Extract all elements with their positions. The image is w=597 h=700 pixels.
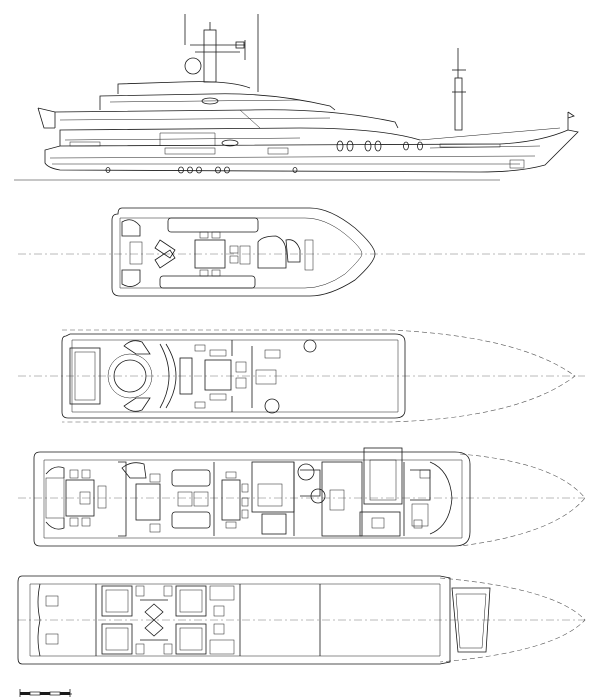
main-mast [184, 14, 259, 92]
forward-mast [452, 48, 466, 131]
profile-view [14, 14, 579, 181]
sun-deck-plan [18, 207, 585, 297]
hull-portholes [105, 140, 423, 174]
bridge-deck-plan [18, 329, 585, 423]
scale-bar [19, 689, 72, 697]
lower-deck-plan [17, 575, 586, 665]
main-deck-plan [18, 447, 586, 547]
